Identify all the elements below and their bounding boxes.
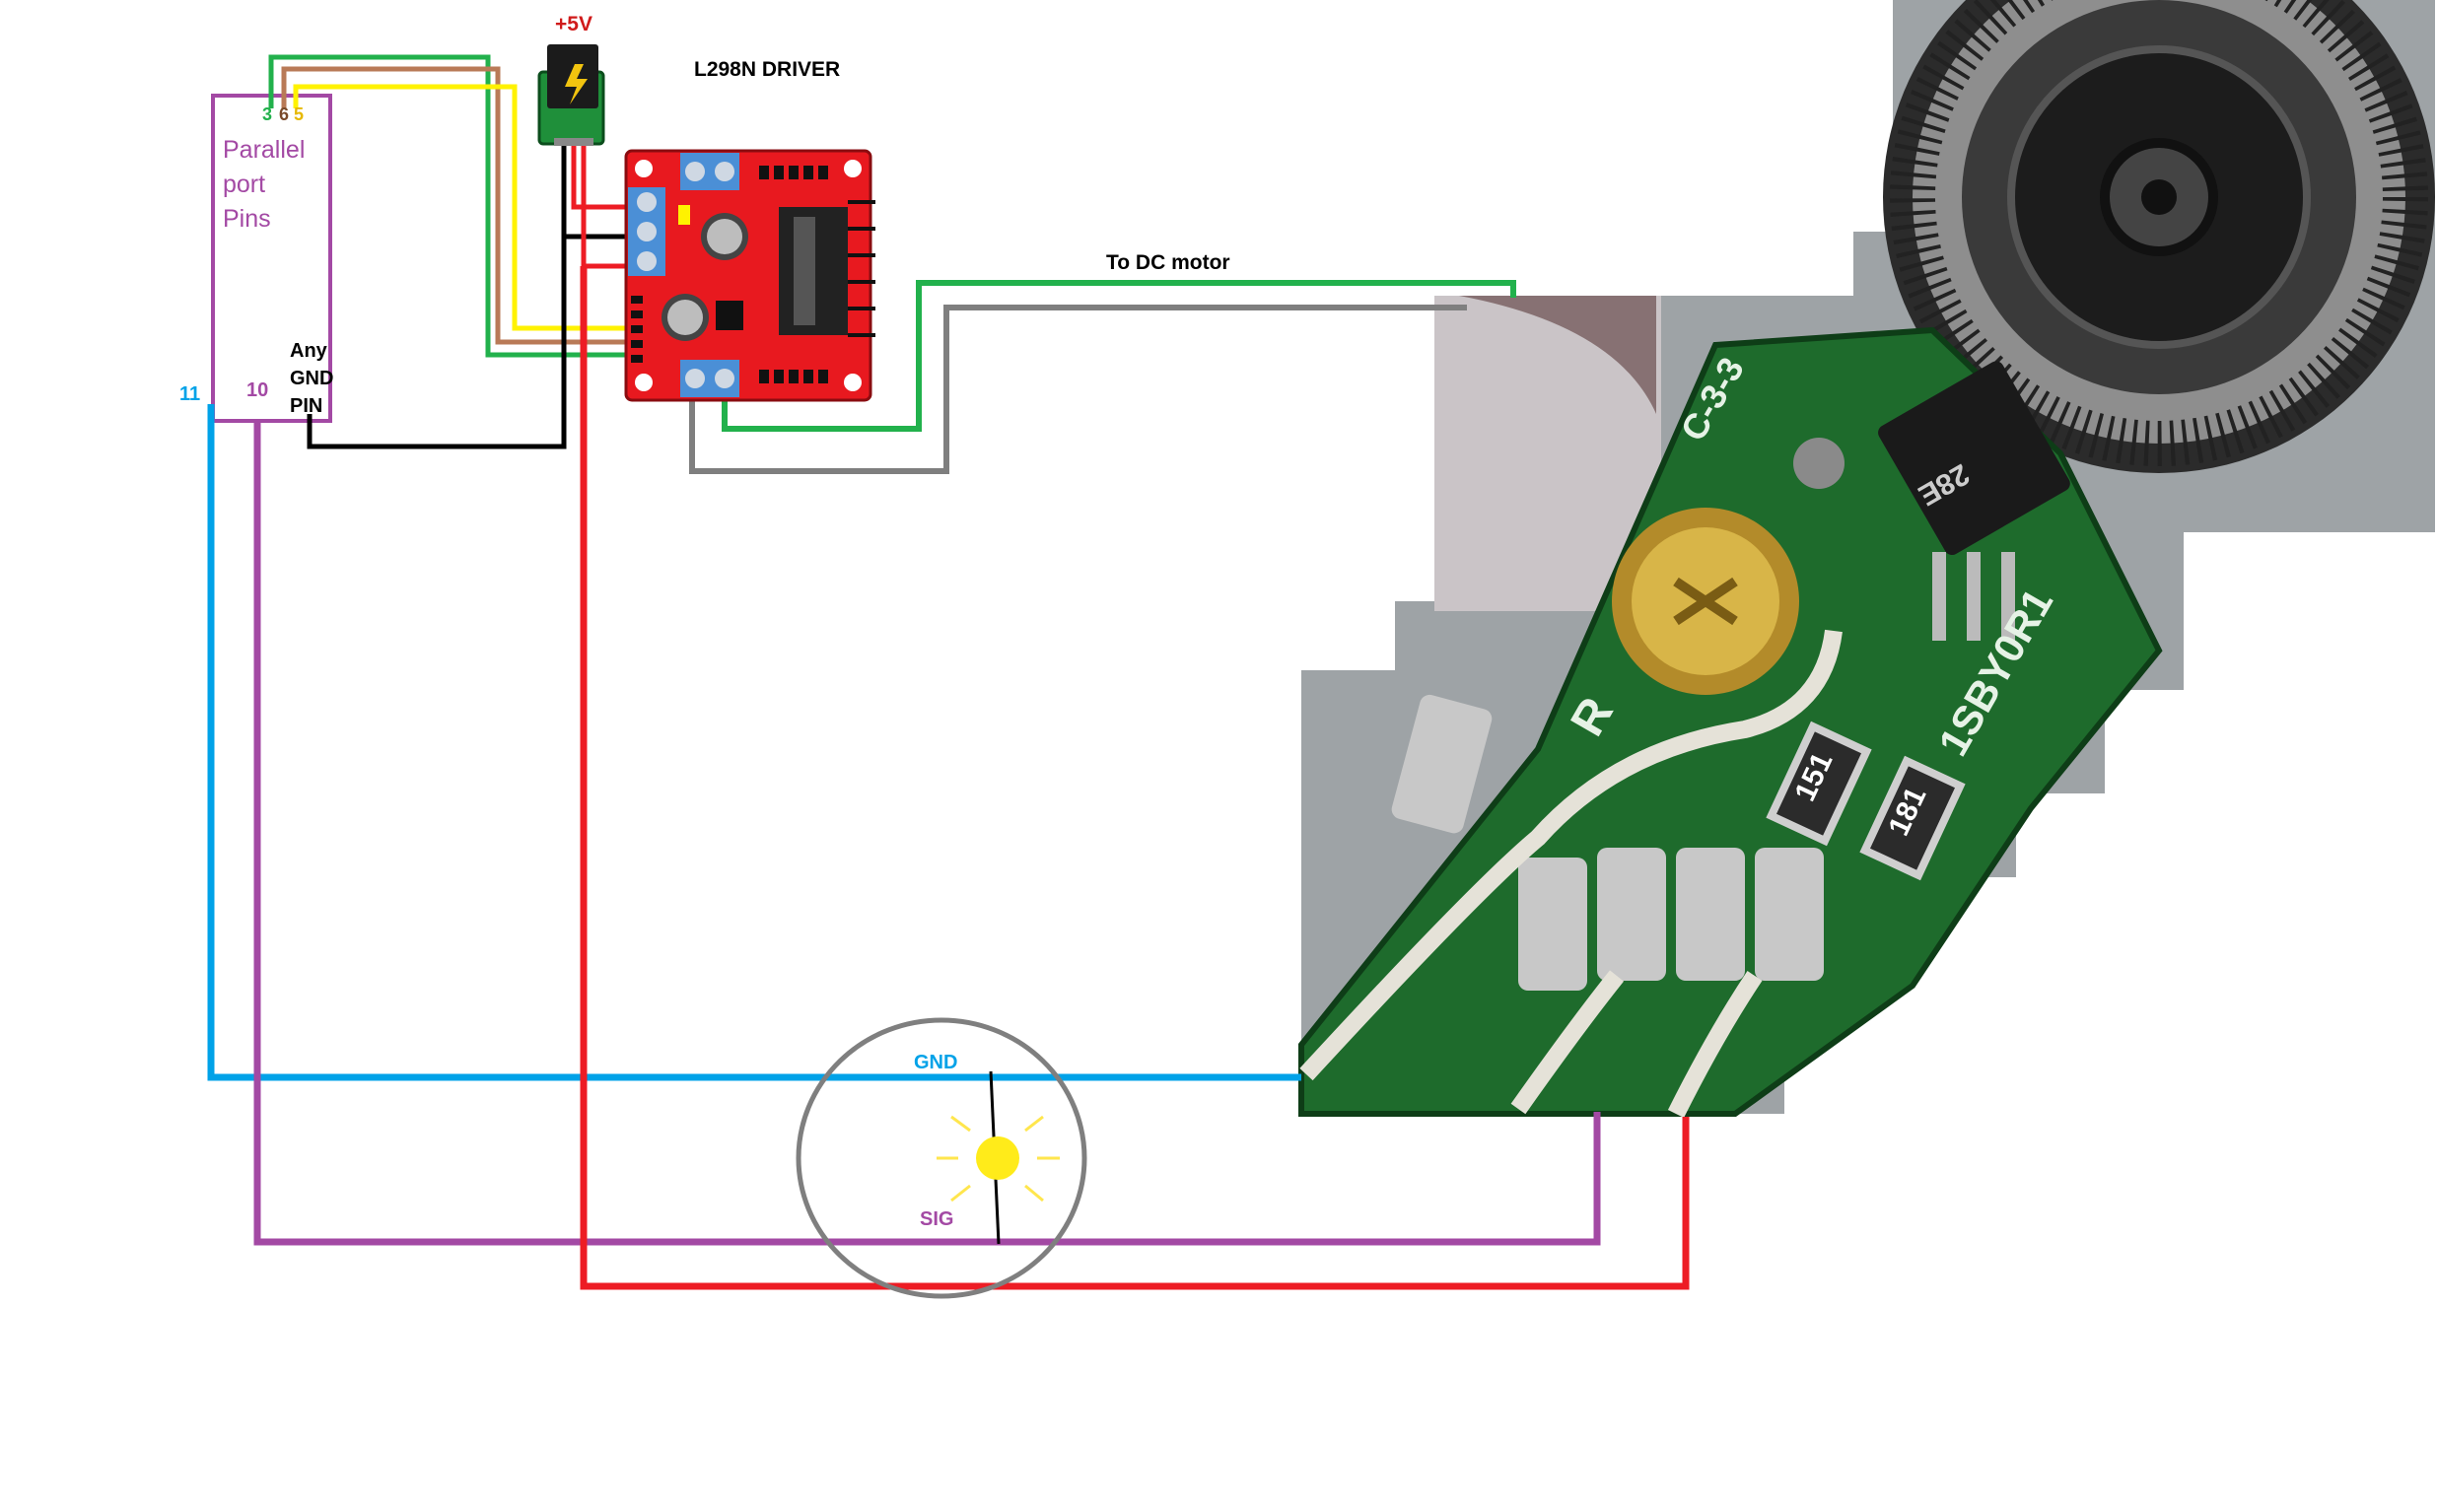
sensor-wires (207, 266, 1690, 1290)
wire-pin6-orange (281, 66, 631, 345)
parallel-port-label: Parallel (223, 136, 306, 164)
wire-5v-red-sensor (580, 266, 1690, 1290)
wire-pin11-blue (207, 404, 1301, 1081)
wire-pin10-purple (253, 419, 1601, 1246)
encoder-photo: 1SBY0R1 C-3-3 R 151 181 28E (1298, 0, 2435, 1119)
wire-pin5-yellow (293, 84, 631, 331)
encoder-disk (1883, 0, 2435, 473)
resistor (1859, 755, 1966, 881)
wire-motor-green (722, 280, 1516, 432)
wire-5v-red (571, 143, 631, 210)
supply-label: +5V (555, 13, 592, 35)
l298n-driver (624, 149, 875, 402)
pin-10-label: 10 (246, 379, 269, 401)
wire-pin3-green (268, 54, 631, 358)
sensor-circle (796, 1017, 1087, 1299)
motor-wires (689, 280, 1516, 474)
optical-sensor (1878, 361, 2070, 641)
driver-title: L298N DRIVER (694, 58, 841, 81)
power-jack (537, 44, 605, 146)
sensor-pcb: 1SBY0R1 C-3-3 R 151 181 28E (1298, 326, 2163, 1119)
resistor (1766, 721, 1872, 847)
sensor-gnd-label: GND (914, 1052, 958, 1073)
pin-5-label: 5 (294, 104, 305, 124)
gnd-pin-label: Any (290, 340, 327, 362)
sun-icon (937, 1115, 1060, 1203)
pin-11-label: 11 (179, 383, 201, 405)
parallel-port-label: Pins (223, 205, 271, 233)
pin-3-label: 3 (262, 104, 273, 124)
wire-gnd-black (307, 234, 631, 449)
wire-motor-gray (689, 305, 1467, 474)
gnd-pin-label: GND (290, 368, 334, 389)
pin-6-label: 6 (279, 104, 290, 124)
sensor-sig-label: SIG (920, 1208, 954, 1230)
motor-label: To DC motor (1106, 251, 1230, 274)
gnd-pin-label: PIN (290, 395, 323, 417)
parallel-port-label: port (223, 171, 266, 198)
